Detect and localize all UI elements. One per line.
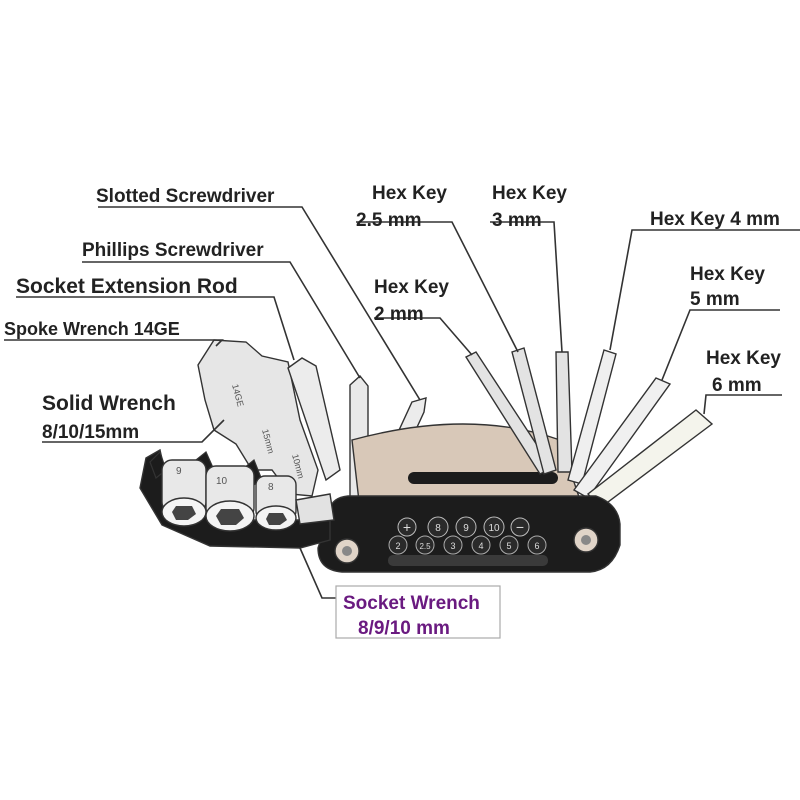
leader-spoke (4, 339, 224, 347)
label-hex-2-size: 2 mm (374, 304, 424, 325)
label-socket-wrench-sizes: 8/9/10 mm (358, 618, 450, 639)
leader-hex-3 (490, 221, 563, 353)
tool-illustration: 14GE 15mm 10mm + 8 9 10 (139, 339, 714, 573)
pivot-bolt-right-center (581, 535, 591, 545)
callout-labels: Slotted Screwdriver Phillips Screwdriver… (4, 183, 781, 639)
marking-9: 9 (463, 523, 469, 534)
marking-3: 3 (450, 541, 455, 551)
socket-9mm: 9 (161, 459, 207, 527)
marking-5: 5 (506, 541, 511, 551)
marking-10: 10 (488, 523, 500, 534)
leader-extension (16, 296, 295, 361)
socket-10mm: 10 (205, 465, 255, 532)
socket-8mm: 8 (255, 475, 297, 531)
label-hex-6-size: 6 mm (712, 375, 762, 396)
socket-connector (295, 493, 335, 525)
label-spoke-wrench: Spoke Wrench 14GE (4, 319, 180, 339)
label-hex-2-5-title: Hex Key (372, 183, 447, 204)
label-hex-2-title: Hex Key (374, 277, 449, 298)
label-hex-6-title: Hex Key (706, 348, 781, 369)
label-phillips-screwdriver: Phillips Screwdriver (82, 240, 264, 261)
marking-plus: + (403, 519, 411, 535)
label-slotted-screwdriver: Slotted Screwdriver (96, 186, 275, 207)
body-slot (388, 555, 548, 566)
label-solid-wrench-sizes: 8/10/15mm (42, 422, 139, 443)
label-socket-extension-rod: Socket Extension Rod (16, 275, 238, 298)
solid-wrench-plate (197, 339, 319, 497)
marking-4: 4 (478, 541, 483, 551)
pivot-bolt-left-center (342, 546, 352, 556)
socket-10-marking: 10 (216, 476, 228, 487)
leader-hex-6 (703, 394, 782, 415)
label-solid-wrench: Solid Wrench (42, 392, 176, 415)
leader-socket (299, 547, 336, 599)
label-hex-3-size: 3 mm (492, 210, 542, 231)
body-bottom-markings: 2 2.5 3 4 5 6 (388, 535, 547, 555)
label-hex-5-size: 5 mm (690, 289, 740, 310)
label-hex-5-title: Hex Key (690, 264, 765, 285)
body-top-markings: + 8 9 10 − (397, 516, 530, 538)
leader-hex-2-5 (356, 221, 519, 353)
leader-hex-4 (609, 229, 800, 351)
leader-lines (4, 206, 800, 599)
label-hex-3-title: Hex Key (492, 183, 567, 204)
socket-9-marking: 9 (176, 466, 182, 477)
marking-2-5: 2.5 (419, 542, 431, 551)
leader-slotted (98, 206, 421, 401)
plate-slot (408, 472, 558, 484)
socket-extension-rod (287, 357, 341, 482)
hex-key-2-5mm (511, 347, 557, 475)
leader-phillips (82, 261, 361, 379)
label-hex-4: Hex Key 4 mm (650, 209, 780, 230)
leader-hex-5 (661, 309, 780, 381)
hex-key-3mm (555, 351, 573, 473)
marking-6: 6 (534, 541, 539, 551)
marking-2: 2 (395, 541, 400, 551)
marking-8: 8 (435, 523, 441, 534)
marking-minus: − (516, 519, 524, 535)
label-hex-2-5-size: 2.5 mm (356, 210, 421, 231)
socket-wrench-label-box (335, 585, 501, 639)
leader-hex-2 (374, 317, 473, 356)
label-socket-wrench: Socket Wrench (343, 593, 480, 614)
leader-solid (42, 419, 225, 443)
socket-8-marking: 8 (268, 482, 274, 493)
